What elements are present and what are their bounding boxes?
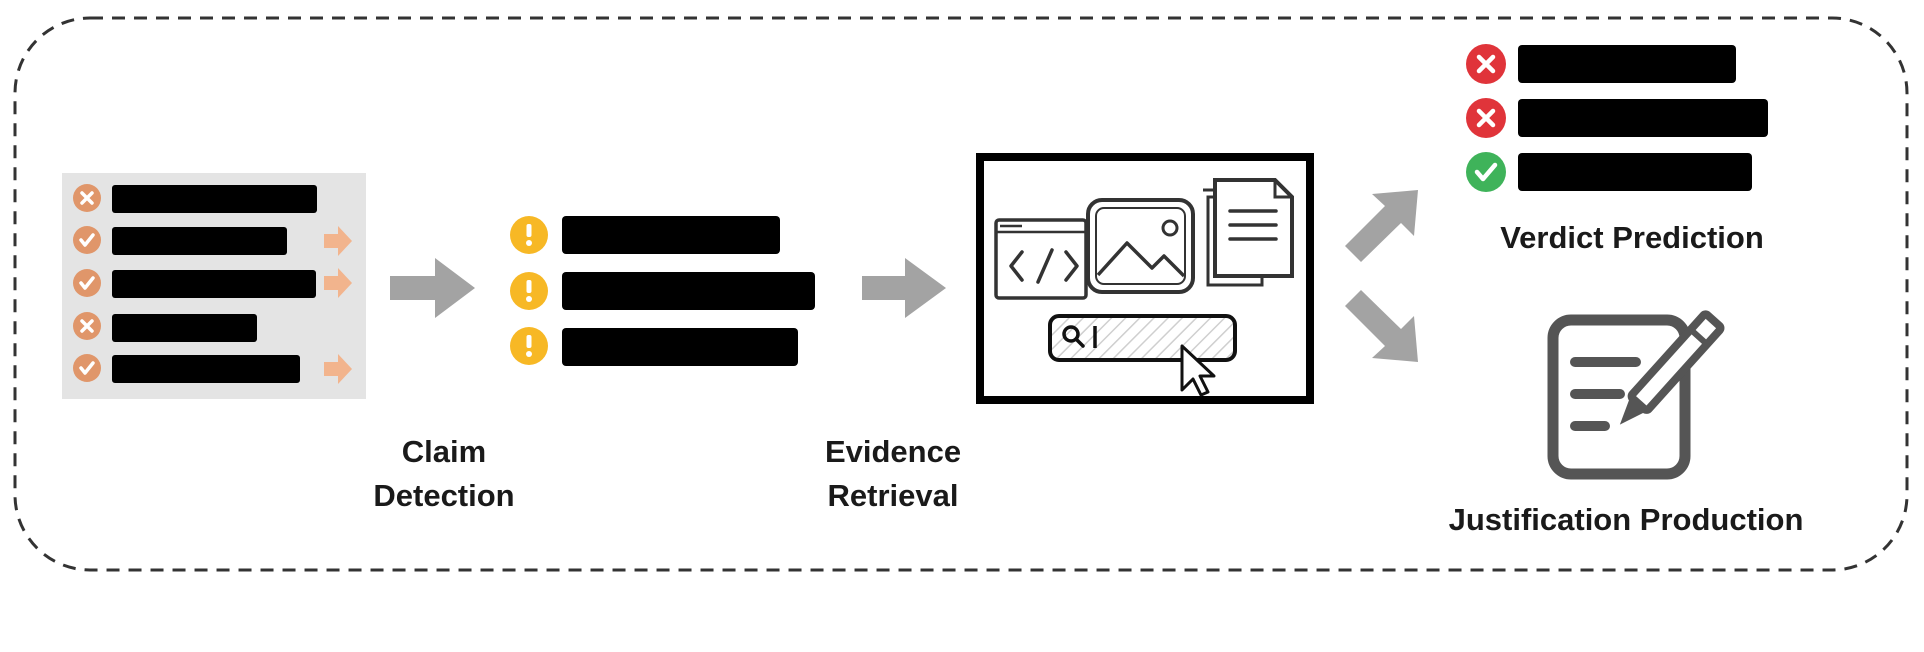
- evidence-retrieval-label-line2: Retrieval: [828, 478, 959, 513]
- exclamation-circle-icon: [510, 272, 548, 310]
- x-circle-icon: [73, 312, 101, 340]
- redacted-text-bar: [1518, 153, 1752, 191]
- flow-arrow-2: [862, 258, 946, 318]
- redacted-text-bar: [1518, 45, 1736, 83]
- redacted-text-bar: [562, 272, 815, 310]
- verdict-list: [1466, 44, 1768, 192]
- search-field: [1048, 314, 1237, 397]
- arrow-right-icon: [324, 354, 352, 384]
- check-circle-icon: [73, 269, 101, 297]
- input-item-3: [73, 268, 352, 298]
- document-stack-icon: [1203, 178, 1294, 287]
- redacted-text-bar: [112, 270, 316, 298]
- redacted-text-bar: [112, 185, 317, 213]
- verdict-item-3: [1466, 152, 1752, 192]
- code-file-icon: [994, 218, 1088, 300]
- claim-item-2: [510, 272, 815, 310]
- input-item-4: [73, 312, 257, 342]
- input-item-2: [73, 226, 352, 256]
- detected-claims-list: [510, 216, 815, 366]
- x-circle-icon: [73, 184, 101, 212]
- redacted-text-bar: [112, 227, 287, 255]
- claim-detection-label-line1: Claim: [402, 434, 486, 469]
- verdict-item-2: [1466, 98, 1768, 138]
- image-file-icon: [1086, 198, 1195, 294]
- pipeline-frame: [13, 16, 1909, 572]
- check-circle-icon: [1466, 152, 1506, 192]
- input-document-panel: [62, 173, 366, 399]
- mouse-pointer-icon: [1180, 344, 1216, 397]
- claim-item-3: [510, 327, 798, 366]
- flow-arrow-down: [1345, 290, 1418, 362]
- redacted-text-bar: [562, 328, 798, 366]
- evidence-retrieval-label-line1: Evidence: [825, 434, 961, 469]
- exclamation-circle-icon: [510, 327, 548, 365]
- redacted-text-bar: [1518, 99, 1768, 137]
- verdict-prediction-label: Verdict Prediction: [1500, 220, 1764, 255]
- input-item-5: [73, 354, 352, 384]
- check-circle-icon: [73, 226, 101, 254]
- x-circle-icon: [1466, 44, 1506, 84]
- arrow-right-icon: [324, 226, 352, 256]
- flow-arrow-1: [390, 258, 475, 318]
- evidence-retrieval-window: [976, 153, 1314, 404]
- check-circle-icon: [73, 354, 101, 382]
- justification-production-label: Justification Production: [1449, 502, 1804, 537]
- arrow-right-icon: [324, 268, 352, 298]
- input-item-1: [73, 184, 317, 213]
- redacted-text-bar: [562, 216, 780, 254]
- notepad-pencil-icon: [1547, 310, 1725, 480]
- search-icon: [1062, 325, 1085, 348]
- redacted-text-bar: [112, 355, 300, 383]
- exclamation-circle-icon: [510, 216, 548, 254]
- x-circle-icon: [1466, 98, 1506, 138]
- claim-detection-label-line2: Detection: [373, 478, 514, 513]
- verdict-item-1: [1466, 44, 1736, 84]
- claim-item-1: [510, 216, 780, 254]
- redacted-text-bar: [112, 314, 257, 342]
- flow-arrow-up: [1345, 190, 1418, 262]
